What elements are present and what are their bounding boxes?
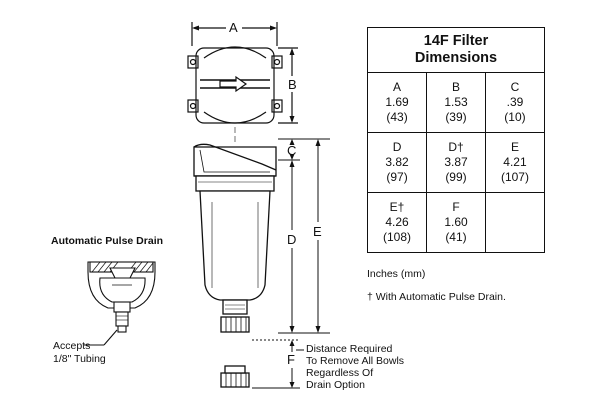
cell-mm: (43) [386, 110, 408, 124]
dimension-label-c: C [287, 143, 296, 158]
cell-inches: 1.53 [444, 95, 468, 109]
pulse-drain-title: Automatic Pulse Drain [51, 235, 163, 247]
table-row: A 1.69 (43) B 1.53 (39) C .39 (10) [366, 72, 546, 133]
dimension-label-a: A [229, 20, 238, 35]
cell-label: D† [448, 140, 464, 154]
table-title: 14F Filter Dimensions [367, 27, 545, 73]
table-row: D 3.82 (97) D† 3.87 (99) E 4.21 (107) [366, 132, 546, 193]
cell-mm: (39) [445, 110, 467, 124]
cell-mm: (108) [383, 230, 412, 244]
cell-label: B [451, 80, 460, 94]
table-cell-d-dagger: D† 3.87 (99) [426, 132, 486, 193]
table-cell-d: D 3.82 (97) [366, 132, 428, 193]
cell-inches: 4.26 [385, 215, 409, 229]
cell-inches: 3.82 [385, 155, 409, 169]
cell-mm: (97) [386, 170, 408, 184]
table-title-line-2: Dimensions [414, 50, 498, 66]
table-cell-f: F 1.60 (41) [426, 192, 486, 253]
accepts-label-line-2: 1/8" Tubing [53, 353, 106, 365]
cell-inches: 3.87 [444, 155, 468, 169]
distance-note-line-1: Distance Required [306, 343, 393, 355]
distance-note-line-3: Regardless Of [306, 367, 373, 379]
table-cell-a: A 1.69 (43) [366, 72, 428, 133]
cell-mm: (41) [445, 230, 467, 244]
dimension-label-e: E [313, 224, 322, 239]
cell-label: C [510, 80, 520, 94]
units-note: Inches (mm) [367, 268, 426, 280]
cell-mm: (10) [504, 110, 526, 124]
dagger-footnote: † With Automatic Pulse Drain. [367, 291, 506, 303]
pulse-drain-detail [84, 261, 156, 346]
cell-label: A [393, 80, 402, 94]
dimension-label-d: D [287, 232, 296, 247]
cell-inches: 4.21 [503, 155, 527, 169]
cell-mm: (99) [445, 170, 467, 184]
cell-label: E [510, 140, 519, 154]
dimension-label-f: F [287, 352, 295, 367]
dimensions-table: 14F Filter Dimensions A 1.69 (43) B 1.53… [366, 27, 546, 253]
table-cell-empty [484, 192, 546, 253]
table-cell-c: C .39 (10) [484, 72, 546, 133]
dimension-label-b: B [288, 77, 297, 92]
cell-mm: (107) [500, 170, 529, 184]
table-cell-e-dagger: E† 4.26 (108) [366, 192, 428, 253]
distance-note-line-4: Drain Option [306, 379, 365, 391]
cell-inches: 1.69 [385, 95, 409, 109]
filter-side-view [193, 127, 277, 388]
cell-label: D [392, 140, 402, 154]
cell-inches: 1.60 [444, 215, 468, 229]
cell-inches: .39 [506, 95, 524, 109]
table-row: E† 4.26 (108) F 1.60 (41) [366, 192, 546, 253]
accepts-label-line-1: Accepts [53, 340, 90, 352]
dimension-lines [252, 138, 330, 389]
table-title-line-1: 14F Filter [423, 33, 489, 49]
cell-label: E† [389, 200, 405, 214]
filter-top-view [187, 22, 298, 124]
distance-note-line-2: To Remove All Bowls [306, 355, 404, 367]
table-cell-e: E 4.21 (107) [484, 132, 546, 193]
table-cell-b: B 1.53 (39) [426, 72, 486, 133]
cell-label: F [452, 200, 460, 214]
